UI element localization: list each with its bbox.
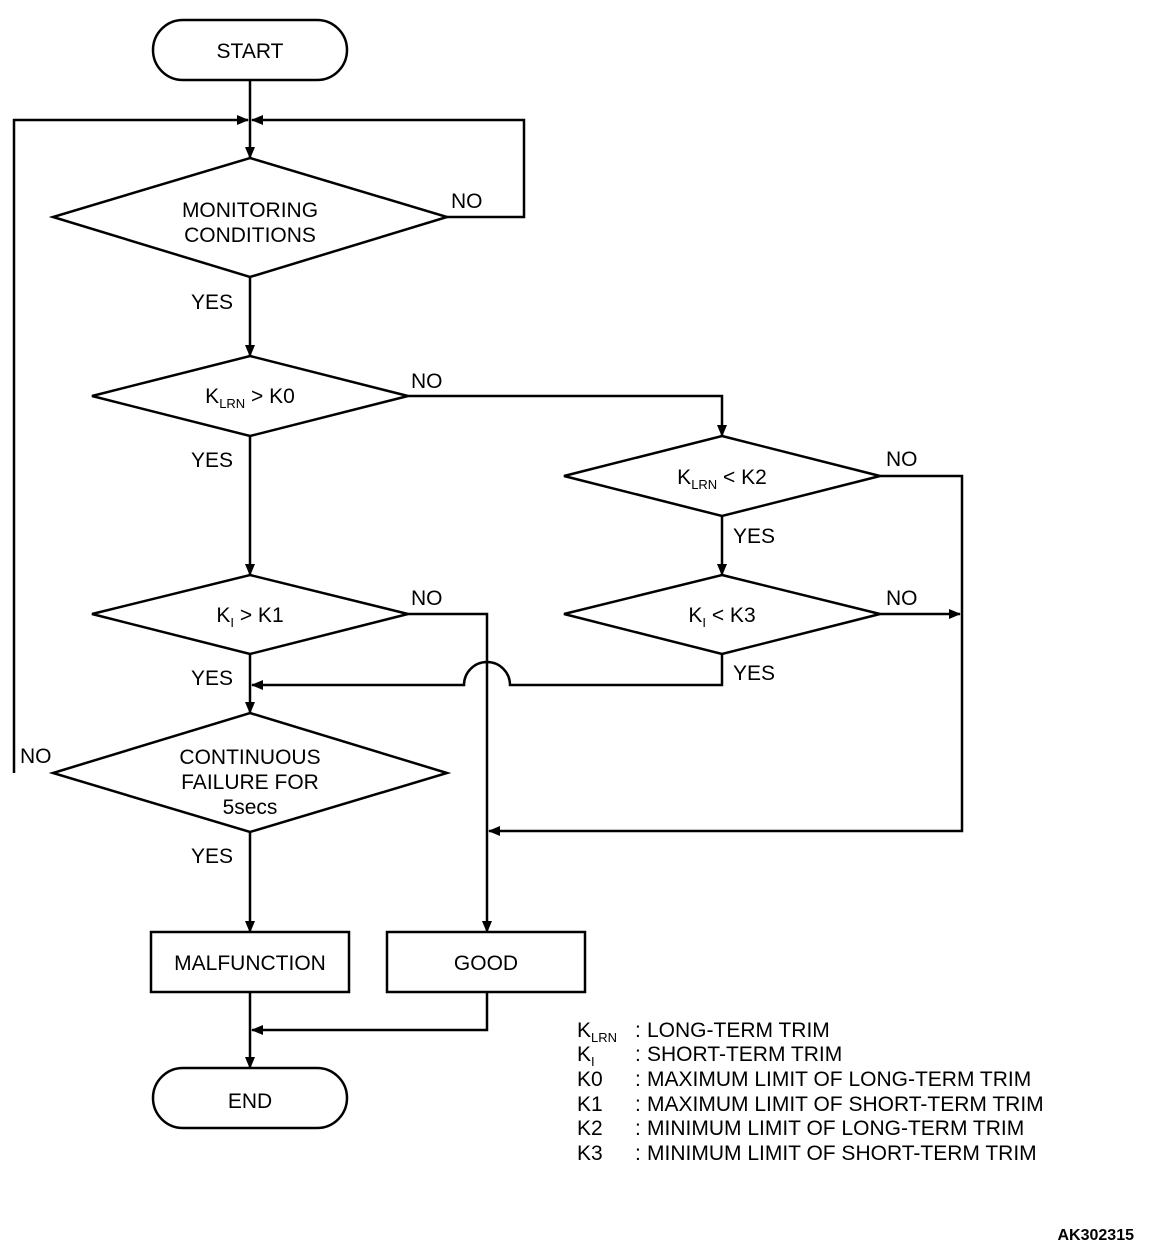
end-label: END bbox=[228, 1090, 272, 1113]
legend-row-k-lrn: KLRN : LONG-TERM TRIM bbox=[577, 1019, 830, 1045]
connector-continuous-no-loop bbox=[12, 115, 249, 773]
label-yes-k1: YES bbox=[191, 667, 233, 690]
connector-monitoring-no-loop bbox=[251, 115, 526, 219]
k-i-lt-k3-decision: KI < K3 bbox=[563, 573, 881, 656]
connector-k2-no bbox=[488, 474, 964, 836]
label-no-k3: NO bbox=[886, 587, 918, 610]
svg-text:SHORT-TERM TRIM: SHORT-TERM TRIM bbox=[647, 1043, 842, 1066]
svg-text::: : bbox=[635, 1142, 641, 1165]
good-box: GOOD bbox=[385, 930, 587, 994]
svg-text:K0: K0 bbox=[577, 1068, 603, 1091]
connector-k0-no bbox=[408, 394, 727, 437]
k-i-lt-k3-label: KI < K3 bbox=[688, 604, 755, 630]
k-i-gt-k1-decision: KI > K1 bbox=[91, 573, 409, 656]
continuous-label-line1: CONTINUOUS bbox=[179, 746, 320, 769]
label-no-k2: NO bbox=[886, 448, 918, 471]
k-lrn-gt-k0-label: KLRN > K0 bbox=[205, 385, 295, 411]
label-no-k1: NO bbox=[411, 587, 443, 610]
svg-text:K3: K3 bbox=[577, 1142, 603, 1165]
svg-text:MAXIMUM LIMIT OF SHORT-TERM TR: MAXIMUM LIMIT OF SHORT-TERM TRIM bbox=[647, 1093, 1044, 1116]
svg-text:K2: K2 bbox=[577, 1117, 603, 1140]
label-yes-continuous: YES bbox=[191, 845, 233, 868]
label-no-monitoring: NO bbox=[451, 190, 483, 213]
good-label: GOOD bbox=[454, 952, 518, 975]
k-lrn-lt-k2-label: KLRN < K2 bbox=[677, 466, 767, 492]
continuous-label-line2: FAILURE FOR bbox=[181, 771, 319, 794]
start-label: START bbox=[217, 40, 284, 63]
svg-text::: : bbox=[635, 1043, 641, 1066]
svg-text:LONG-TERM TRIM: LONG-TERM TRIM bbox=[647, 1019, 830, 1042]
svg-text::: : bbox=[635, 1117, 641, 1140]
legend-row-k-i: KI : SHORT-TERM TRIM bbox=[577, 1043, 842, 1069]
monitoring-conditions-decision: MONITORING CONDITIONS bbox=[48, 156, 452, 279]
legend: KLRN : LONG-TERM TRIM KI : SHORT-TERM TR… bbox=[577, 1019, 1044, 1165]
monitoring-label-line1: MONITORING bbox=[182, 199, 318, 222]
label-yes-k2: YES bbox=[733, 525, 775, 548]
svg-text:K1: K1 bbox=[577, 1093, 603, 1116]
label-yes-monitoring: YES bbox=[191, 291, 233, 314]
continuous-label-line3: 5secs bbox=[223, 796, 278, 819]
connectors bbox=[12, 81, 964, 1069]
monitoring-label-line2: CONDITIONS bbox=[184, 224, 316, 247]
svg-text::: : bbox=[635, 1068, 641, 1091]
label-yes-k3: YES bbox=[733, 662, 775, 685]
svg-text::: : bbox=[635, 1093, 641, 1116]
connector-good-end bbox=[251, 992, 489, 1035]
legend-row-k0: K0 : MAXIMUM LIMIT OF LONG-TERM TRIM bbox=[577, 1068, 1031, 1091]
branch-labels: NO YES NO YES NO YES NO NO YES YES NO YE… bbox=[20, 190, 918, 868]
figure-code: AK302315 bbox=[1058, 1227, 1135, 1244]
legend-row-k2: K2 : MINIMUM LIMIT OF LONG-TERM TRIM bbox=[577, 1117, 1024, 1140]
svg-text:MAXIMUM LIMIT OF LONG-TERM TRI: MAXIMUM LIMIT OF LONG-TERM TRIM bbox=[647, 1068, 1031, 1091]
svg-text::: : bbox=[635, 1019, 641, 1042]
malfunction-box: MALFUNCTION bbox=[149, 930, 351, 994]
svg-text:KLRN: KLRN bbox=[577, 1019, 617, 1045]
continuous-failure-decision: CONTINUOUS FAILURE FOR 5secs bbox=[48, 711, 452, 834]
k-lrn-gt-k0-decision: KLRN > K0 bbox=[91, 354, 409, 438]
malfunction-label: MALFUNCTION bbox=[174, 952, 326, 975]
label-no-k0: NO bbox=[411, 370, 443, 393]
k-i-gt-k1-label: KI > K1 bbox=[216, 604, 283, 630]
label-yes-k0: YES bbox=[191, 449, 233, 472]
legend-row-k1: K1 : MAXIMUM LIMIT OF SHORT-TERM TRIM bbox=[577, 1093, 1044, 1116]
k-lrn-lt-k2-decision: KLRN < K2 bbox=[563, 434, 881, 518]
end-terminal: END bbox=[151, 1066, 349, 1130]
svg-text:MINIMUM LIMIT OF SHORT-TERM TR: MINIMUM LIMIT OF SHORT-TERM TRIM bbox=[647, 1142, 1037, 1165]
svg-text:KI: KI bbox=[577, 1043, 595, 1069]
label-no-continuous: NO bbox=[20, 745, 52, 768]
connector-k1-no bbox=[408, 612, 492, 933]
svg-text:MINIMUM LIMIT OF LONG-TERM TRI: MINIMUM LIMIT OF LONG-TERM TRIM bbox=[647, 1117, 1024, 1140]
start-terminal: START bbox=[151, 18, 349, 82]
connector-k3-yes bbox=[251, 654, 724, 690]
legend-row-k3: K3 : MINIMUM LIMIT OF SHORT-TERM TRIM bbox=[577, 1142, 1037, 1165]
